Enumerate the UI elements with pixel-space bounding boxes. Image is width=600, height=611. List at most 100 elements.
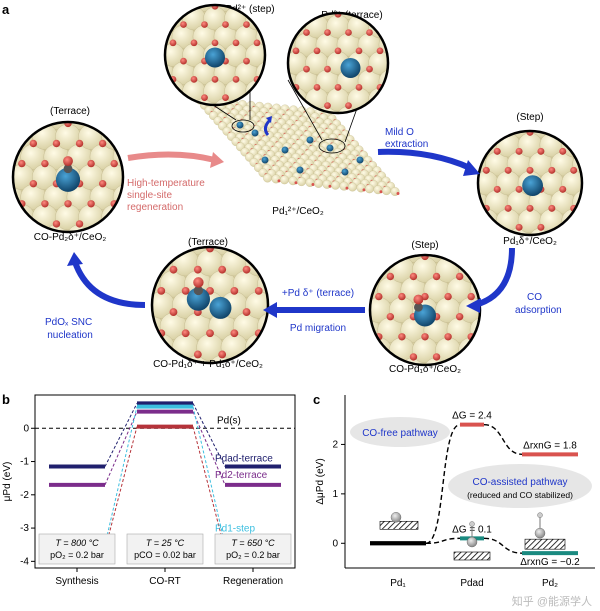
slab-pd-atom xyxy=(356,156,364,164)
slab-o-atom xyxy=(277,179,281,183)
o-atom xyxy=(334,47,342,55)
slab-o-atom xyxy=(362,188,366,192)
bubble-co-assisted xyxy=(448,464,592,508)
o-atom xyxy=(29,139,38,148)
o-atom xyxy=(279,245,287,253)
slab-ce-atom xyxy=(348,182,357,192)
o-atom xyxy=(370,353,371,361)
o-atom xyxy=(559,147,567,155)
pd-atom xyxy=(209,296,232,319)
pd-step-label: Pd²⁺ (step) xyxy=(225,4,274,15)
ce-atom xyxy=(270,334,297,361)
o-atom xyxy=(279,329,287,337)
o-atom xyxy=(375,373,382,380)
o-atom xyxy=(264,21,265,28)
connector-line xyxy=(192,406,226,545)
o-atom xyxy=(275,76,282,83)
o-atom xyxy=(52,220,61,228)
o-atom xyxy=(169,265,178,274)
o-atom xyxy=(193,265,202,274)
o-atom xyxy=(201,94,208,101)
o-atom xyxy=(387,102,388,109)
o-atom xyxy=(345,102,352,109)
o-atom xyxy=(515,185,523,193)
o-atom xyxy=(191,113,198,120)
o-atom xyxy=(254,286,263,295)
o-atom xyxy=(468,373,475,380)
condition-temp: T = 25 °C xyxy=(146,538,185,548)
slab-hop-arrow xyxy=(263,118,272,136)
ce-atom xyxy=(378,69,388,94)
condition-pressure: pCO = 0.02 bar xyxy=(134,550,196,560)
o-atom xyxy=(181,286,190,295)
ce-atom xyxy=(452,133,476,157)
o-atom xyxy=(514,293,521,300)
o-atom xyxy=(157,247,166,253)
o-atom xyxy=(242,265,251,274)
o-atom xyxy=(267,265,268,274)
o-atom xyxy=(444,292,452,301)
o-atom xyxy=(479,272,480,281)
ce-atom xyxy=(584,133,600,157)
o-atom xyxy=(145,220,152,227)
y-tick-label: -4 xyxy=(20,556,29,567)
atom-view-border xyxy=(150,245,270,365)
o-atom xyxy=(165,21,166,28)
o-atom xyxy=(375,255,383,261)
atom-view-terrace-co-pd2 xyxy=(11,120,164,247)
ce-atom xyxy=(377,255,404,263)
slab-o-atom xyxy=(379,190,383,194)
slab-pd-atom xyxy=(261,156,269,164)
slab-pd-atom xyxy=(251,129,259,137)
ce-atom xyxy=(232,247,261,256)
nucleation-arrowhead xyxy=(67,252,83,266)
o-atom xyxy=(255,372,263,380)
o-atom xyxy=(285,94,292,101)
o-atom xyxy=(182,372,190,380)
o-atom xyxy=(482,166,490,174)
o-atom xyxy=(526,131,534,136)
pathway-line xyxy=(483,537,523,554)
condition-temp: T = 650 °C xyxy=(231,538,275,548)
o-atom xyxy=(152,265,153,274)
ce-atom xyxy=(594,190,600,214)
o-atom xyxy=(409,272,418,281)
connector-line xyxy=(104,403,138,467)
c-atom xyxy=(63,164,73,174)
ce-atom xyxy=(263,51,286,74)
o-atom xyxy=(398,292,406,301)
o-atom xyxy=(304,372,312,380)
ce-atom xyxy=(343,257,368,282)
o-atom xyxy=(157,160,164,167)
ce-atom xyxy=(452,209,476,233)
atom-view-pd-step xyxy=(140,3,292,120)
o-atom xyxy=(334,13,342,18)
terrace-mid-caption: CO-Pd₁δ⁺ + Pd₁δ⁺/CeO₂ xyxy=(153,359,263,370)
o-atom xyxy=(548,204,556,212)
o-atom xyxy=(324,102,331,109)
ce-atom xyxy=(112,122,123,130)
o-atom xyxy=(467,255,475,261)
ce-atom xyxy=(140,7,163,30)
o-atom xyxy=(515,147,523,155)
o-atom xyxy=(134,240,141,247)
o-atom xyxy=(479,353,480,361)
co-adsorption-text: CO adsorption xyxy=(515,292,562,316)
condition-temp: T = 800 °C xyxy=(55,538,99,548)
pd-atom xyxy=(522,175,543,197)
o-atom xyxy=(169,39,177,47)
ce-atom xyxy=(13,122,24,130)
ce-atom xyxy=(124,249,151,276)
slab-o-atom xyxy=(396,192,400,195)
ce-atom xyxy=(478,131,488,139)
o-atom xyxy=(303,29,310,36)
zoom-lines xyxy=(189,62,361,154)
slab-ce-atom xyxy=(365,184,374,194)
o-atom xyxy=(190,39,198,47)
o-atom xyxy=(169,308,178,316)
ce-atom xyxy=(159,247,188,256)
o-atom xyxy=(275,39,282,46)
migration-bottom-text: Pd migration xyxy=(290,323,346,334)
series-label: Pd1-step xyxy=(215,523,255,534)
o-atom xyxy=(324,65,331,73)
